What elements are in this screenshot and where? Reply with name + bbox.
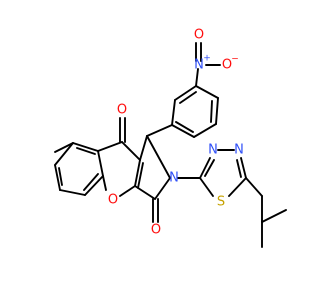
bond-pyrrolone [139,135,148,161]
atom-o-ring: O [108,193,118,208]
molecule-diagram: O O O N N + O O − N N S [54,28,287,248]
bond-aryl-double [179,91,197,104]
bond-aryl [193,123,217,138]
bond-lines [54,42,287,248]
bond-pyrrolone [146,135,171,179]
bond-pyrrolone [154,177,171,200]
bond-aryl [174,85,197,101]
bond-benzo [72,142,99,152]
bond-benzo-double [76,147,96,155]
bond-nitro [195,68,199,87]
atom-n-thia-1: N [208,143,218,158]
bond-pyranone [121,141,141,161]
bond-benzo [54,164,61,191]
bond-benzo [84,175,104,196]
bond-thiadiazole [199,157,211,179]
bond-pyranone [119,185,136,197]
atom-n-thia-2: N [234,143,244,158]
bond-aryl [171,124,195,138]
atom-o-nitro-minus: O [222,58,232,73]
bond-aryl-double [210,100,213,123]
bond-pyranone [134,159,141,187]
bond-aryl [195,85,219,99]
charge-o-nitro: − [231,55,239,65]
bond-thiadiazole-double [204,159,215,177]
charge-n-nitro: + [203,54,211,64]
bond-aryl [215,97,219,125]
atom-n-nitro: N [194,58,204,73]
bond-aryl [146,124,173,137]
atom-n-pyrrole: N [169,171,179,186]
bond-pyranone-double [137,162,144,189]
bond-isobutyl [245,177,263,197]
bond-benzo [59,189,86,196]
atom-labels: O O O N N + O O − N N S [108,28,244,238]
atom-o-nitro-top: O [194,28,204,43]
bond-benzo [54,142,74,166]
bond-benzo-double [83,173,99,191]
bond-pyranone [97,141,123,152]
bond-aryl-double [175,121,194,133]
bond-pyrrolone [134,185,156,200]
structure-svg: O O O N N + O O − N N S [54,28,287,248]
bond-thiadiazole [199,177,214,197]
atom-o-lactam: O [151,223,161,238]
atom-s-thia: S [217,195,225,210]
bond-thiadiazole [228,177,247,197]
bond-pyranone [102,175,107,191]
bond-benzo-double [58,167,63,186]
bond-benzo [97,150,104,177]
bond-isobutyl [261,209,287,223]
bond-thiadiazole [240,157,247,179]
bond-methyl [54,142,74,153]
atom-o-ketone: O [117,103,127,118]
bond-thiadiazole-double [236,159,242,178]
bond-aryl [171,99,176,126]
